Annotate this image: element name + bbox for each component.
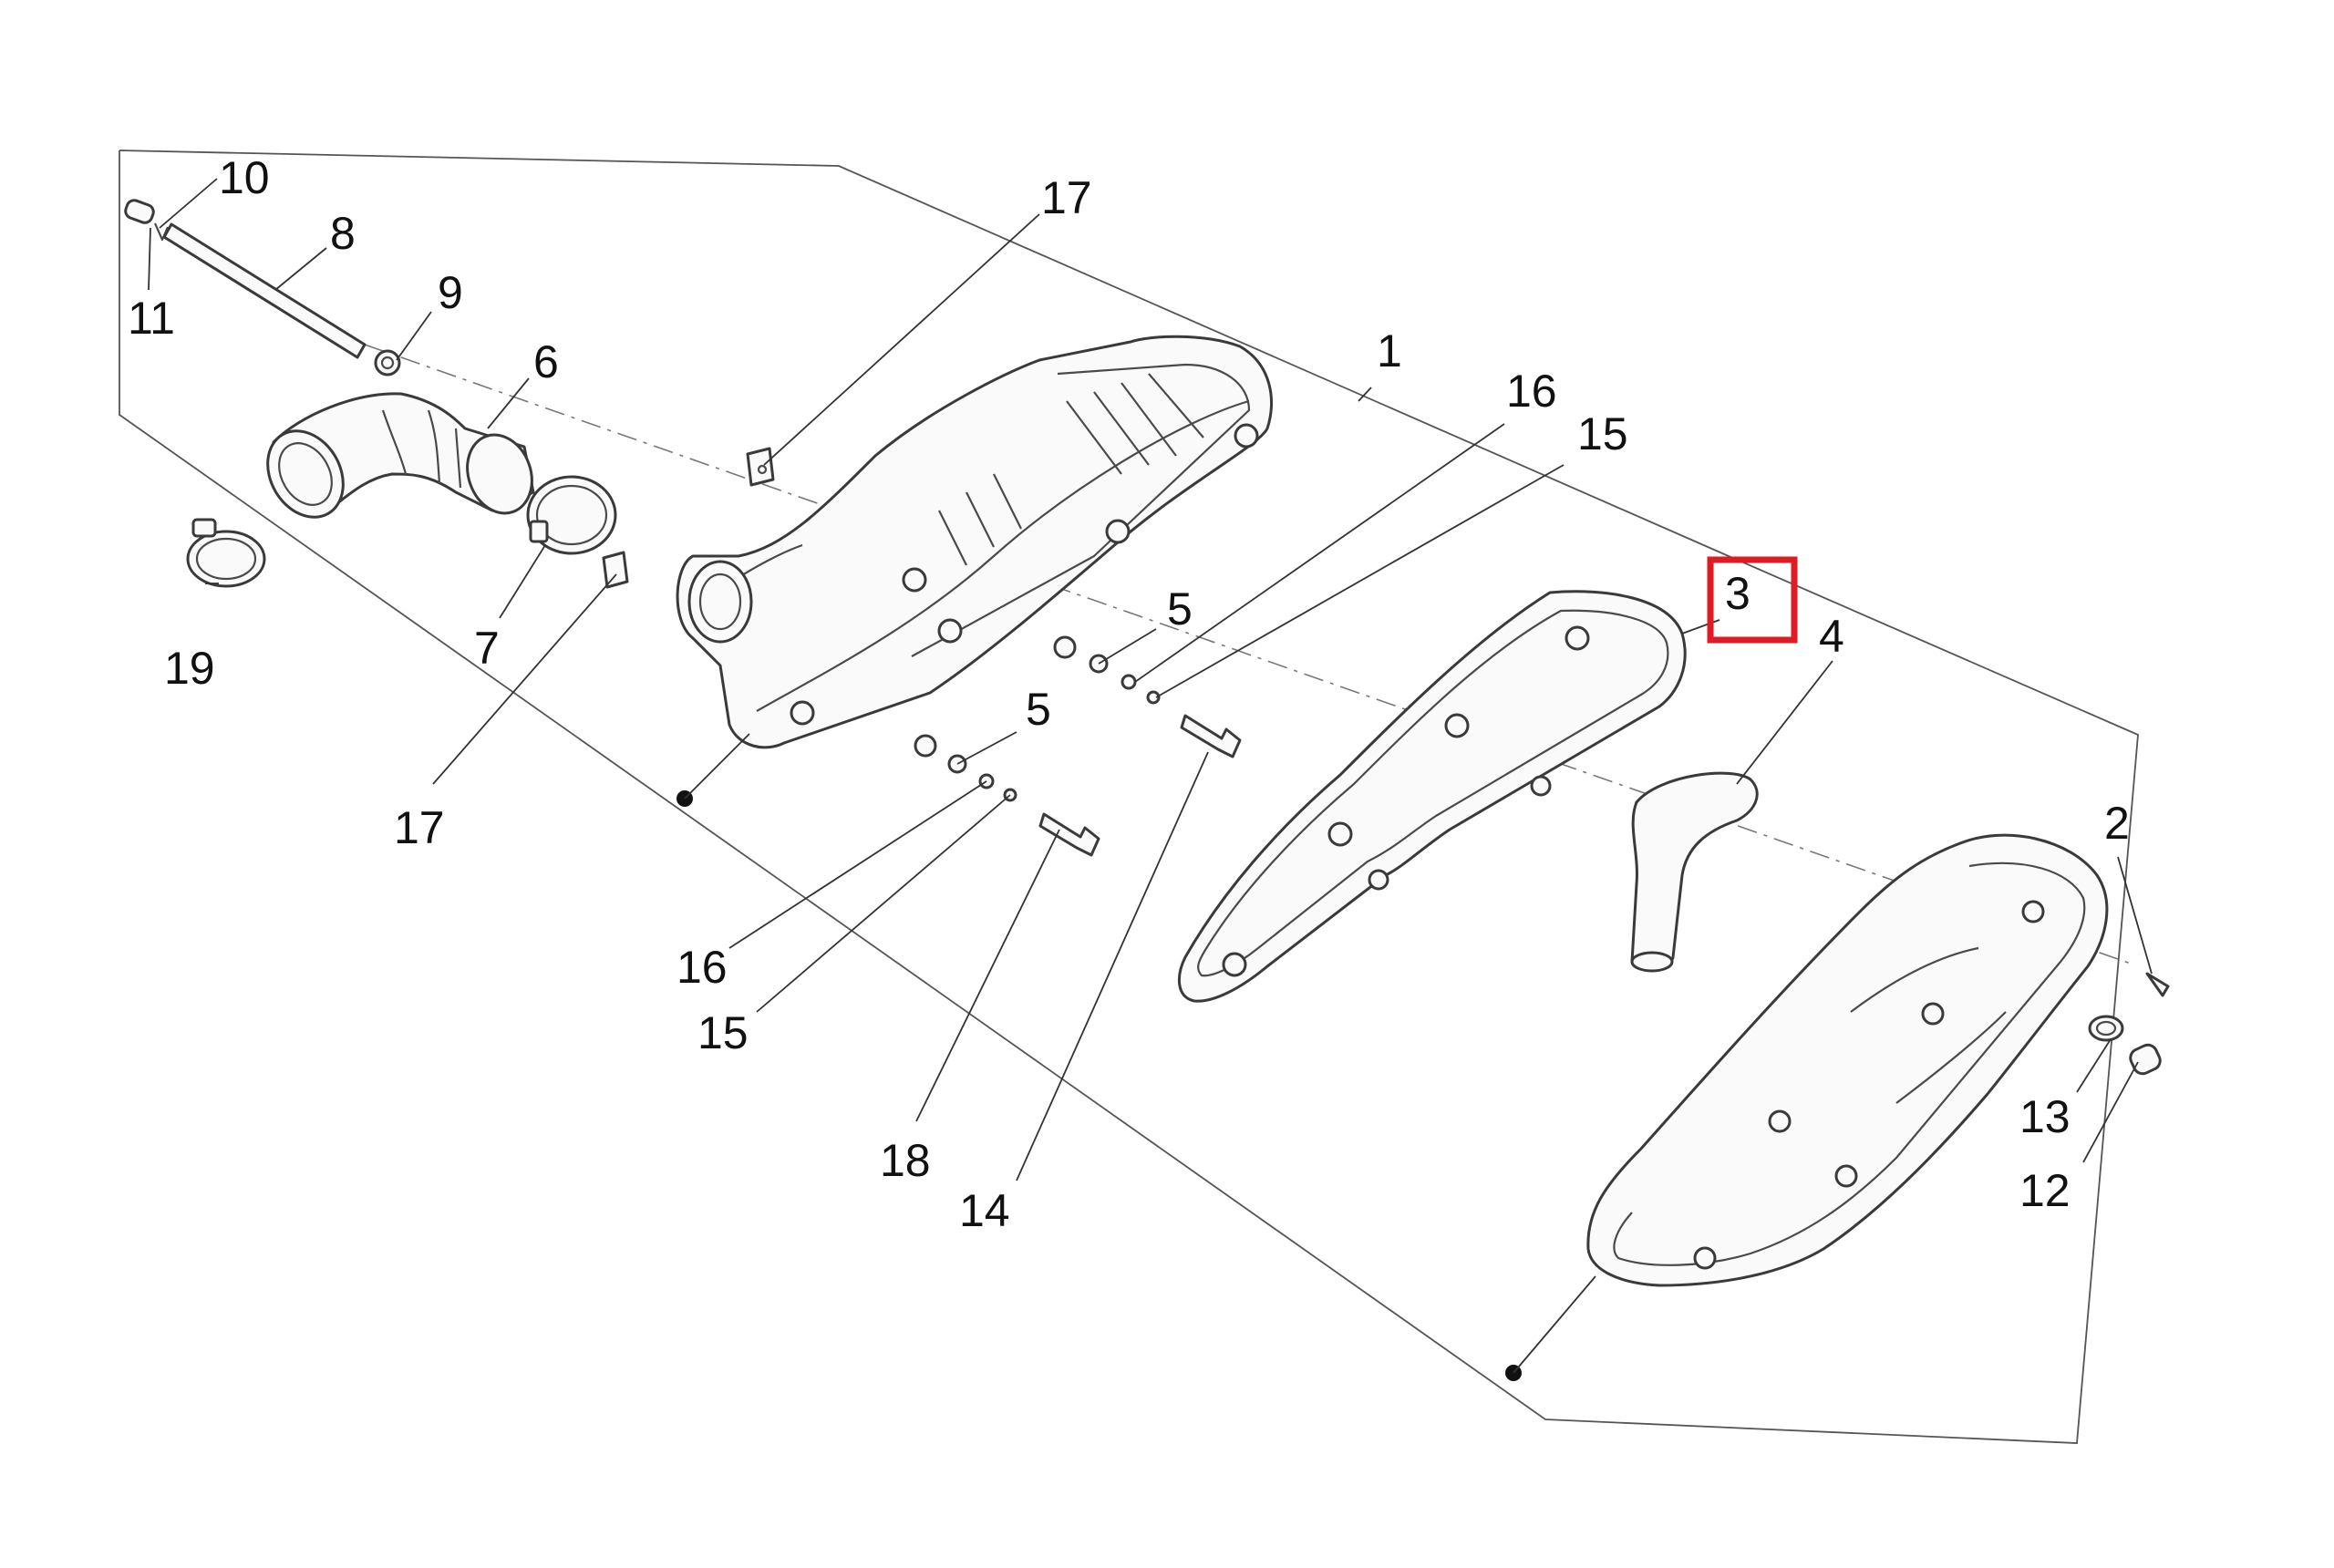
highlighted-callout-box bbox=[1707, 556, 1798, 644]
callout-label[interactable]: 1 bbox=[1377, 325, 1402, 377]
callout-label[interactable]: 16 bbox=[1506, 366, 1557, 417]
callout-label[interactable]: 9 bbox=[438, 267, 463, 318]
part-screw-2 bbox=[2145, 972, 2170, 997]
callout-label[interactable]: 10 bbox=[219, 152, 270, 203]
part-clamp-9 bbox=[374, 349, 401, 377]
assembly-outline bbox=[119, 150, 2139, 1444]
part-clip-17-upper bbox=[746, 447, 775, 487]
part-cap-12 bbox=[2129, 1043, 2162, 1076]
callout-label[interactable]: 15 bbox=[697, 1007, 749, 1058]
callout-label[interactable]: 4 bbox=[1819, 611, 1844, 662]
part-filter-housing-1 bbox=[676, 335, 1274, 749]
part-cover-2 bbox=[1586, 833, 2109, 1287]
callout-label[interactable]: 7 bbox=[474, 623, 500, 674]
part-clip-17-lower bbox=[602, 551, 629, 589]
callout-label[interactable]: 19 bbox=[164, 643, 215, 694]
part-intake-elbow-6 bbox=[266, 392, 535, 519]
part-filter-gasket-3 bbox=[1177, 590, 1687, 1003]
part-nipple-10-11 bbox=[124, 199, 170, 242]
callout-label[interactable]: 14 bbox=[959, 1185, 1010, 1236]
callout-label[interactable]: 6 bbox=[533, 336, 559, 387]
part-fasteners-lower bbox=[914, 734, 1100, 857]
callout-label[interactable]: 8 bbox=[330, 208, 356, 259]
part-fasteners-upper bbox=[1053, 635, 1242, 758]
callout-label[interactable]: 16 bbox=[676, 942, 728, 993]
callout-labels: 10 8 11 9 6 19 7 17 17 1 16 15 5 5 3 4 1… bbox=[128, 152, 2130, 1236]
assembly-axis bbox=[364, 344, 2134, 965]
callout-label[interactable]: 5 bbox=[1167, 583, 1193, 634]
callout-label[interactable]: 17 bbox=[394, 802, 445, 853]
part-clip-13 bbox=[2088, 1015, 2124, 1042]
callout-label[interactable]: 12 bbox=[2019, 1165, 2071, 1216]
callout-label[interactable]: 15 bbox=[1577, 408, 1628, 459]
callout-label[interactable]: 13 bbox=[2019, 1091, 2071, 1142]
callout-label[interactable]: 5 bbox=[1026, 684, 1051, 735]
part-clamp-19 bbox=[186, 518, 266, 588]
part-breather-pipe-4 bbox=[1630, 771, 1759, 973]
part-band-clamp-7 bbox=[526, 475, 617, 555]
callout-label[interactable]: 11 bbox=[128, 293, 175, 344]
callout-label[interactable]: 3 bbox=[1725, 568, 1750, 619]
leader-lines bbox=[148, 178, 2153, 1374]
callout-label[interactable]: 17 bbox=[1041, 172, 1092, 223]
part-tube-8 bbox=[162, 222, 367, 359]
callout-label[interactable]: 18 bbox=[880, 1135, 931, 1186]
callout-label[interactable]: 2 bbox=[2104, 798, 2130, 849]
